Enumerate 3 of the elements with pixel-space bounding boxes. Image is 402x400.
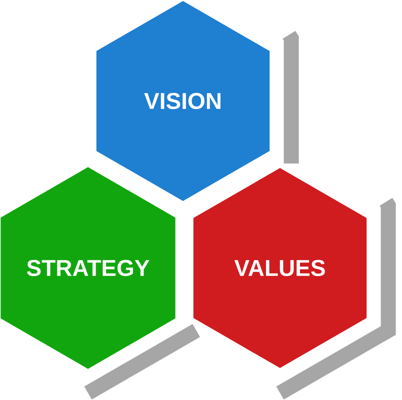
hexagon: STRATEGY bbox=[0, 167, 176, 369]
hexagon: VALUES bbox=[193, 168, 367, 368]
hexagon: VISION bbox=[96, 1, 270, 201]
